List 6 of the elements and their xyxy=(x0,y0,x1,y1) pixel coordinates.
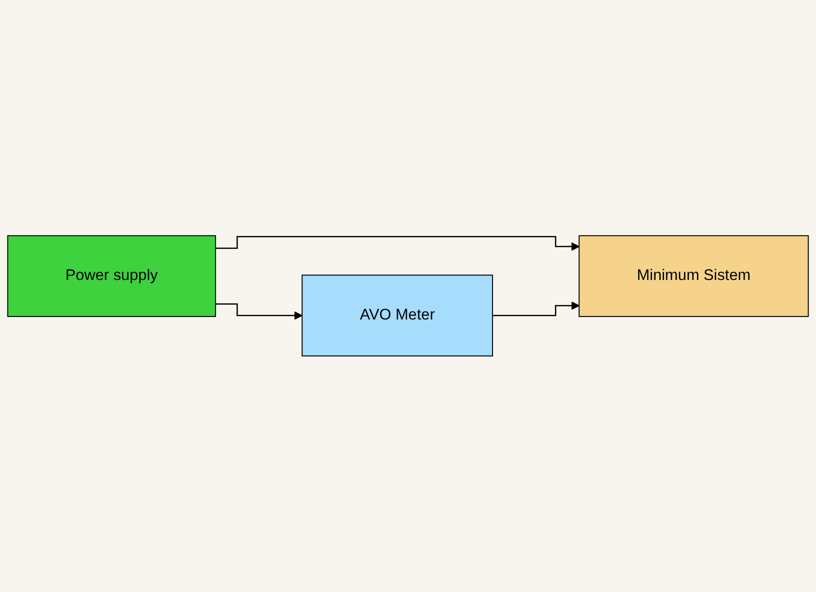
arrow xyxy=(216,236,580,251)
node-box: Power supply xyxy=(7,235,216,318)
node-box: AVO Meter xyxy=(302,274,494,357)
arrow xyxy=(492,302,580,316)
node-box: Minimum Sistem xyxy=(578,235,809,318)
arrow xyxy=(216,304,302,320)
